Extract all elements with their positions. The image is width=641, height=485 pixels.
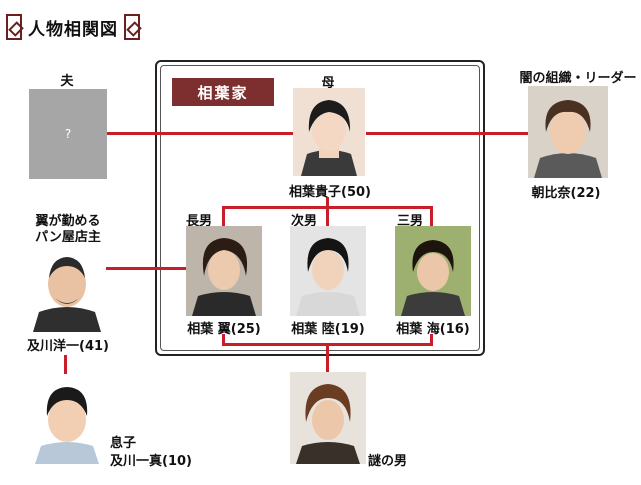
mother-name: 相葉貴子(50) (289, 185, 371, 200)
page-title: 人物相関図 (28, 19, 118, 40)
boss-role: 闇の組織・リーダー (519, 71, 637, 86)
line-husband-mother (106, 132, 296, 135)
boss-name: 朝比奈(22) (531, 186, 601, 201)
kid-role: 息子 (110, 436, 137, 451)
boss-photo (528, 86, 608, 178)
son1-role: 長男 (186, 214, 213, 229)
baker-photo (29, 242, 105, 332)
son2-name: 相葉 陸(19) (291, 322, 365, 337)
mother-photo (293, 88, 365, 176)
line-son3-bottom (430, 334, 433, 344)
son3-name: 相葉 海(16) (396, 322, 470, 337)
son1-photo (186, 226, 262, 316)
line-mystery (326, 343, 329, 373)
ornament-icon (124, 14, 140, 40)
family-frame-inner (160, 65, 480, 351)
kid-photo (29, 374, 105, 464)
line-son1-bottom (222, 334, 225, 344)
baker-role-line2: パン屋店主 (35, 230, 101, 245)
line-baker-son1 (106, 267, 186, 270)
son3-role: 三男 (397, 214, 424, 229)
line-baker-kid (64, 355, 67, 375)
baker-name: 及川洋一(41) (27, 339, 109, 354)
family-frame (155, 60, 485, 356)
kid-name: 及川一真(10) (110, 454, 192, 469)
line-mother-down (326, 197, 329, 207)
unknown-mark: ? (64, 127, 72, 141)
title-bar: 人物相関図 (6, 12, 140, 42)
son2-photo (290, 226, 366, 316)
son3-photo (395, 226, 471, 316)
mystery-photo (290, 372, 366, 464)
line-son3 (430, 206, 433, 228)
husband-photo-placeholder: ? (29, 89, 107, 179)
family-label: 相葉家 (172, 78, 274, 106)
mother-role: 母 (321, 76, 335, 91)
line-mother-boss (366, 132, 530, 135)
line-son2 (326, 206, 329, 228)
mystery-name: 謎の男 (368, 454, 408, 469)
husband-role: 夫 (60, 74, 74, 89)
son1-name: 相葉 翼(25) (187, 322, 261, 337)
son2-role: 次男 (291, 214, 318, 229)
ornament-icon (6, 14, 22, 40)
baker-role-line1: 翼が勤める (35, 214, 101, 229)
line-son1 (222, 206, 225, 228)
